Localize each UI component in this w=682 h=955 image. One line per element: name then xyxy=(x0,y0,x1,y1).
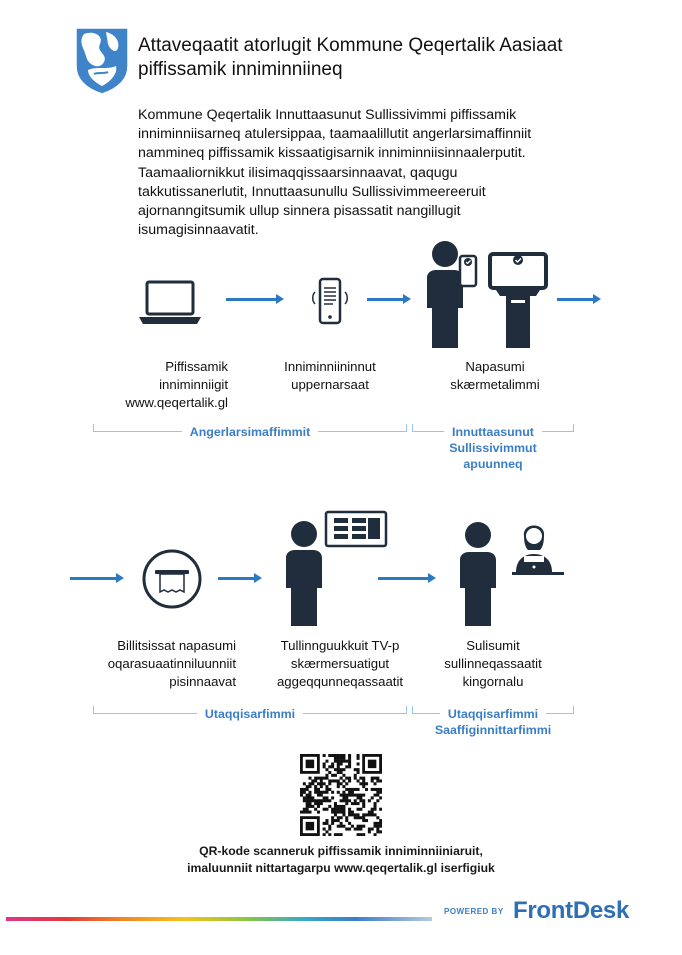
intro-line: takkutissanerlutit, Innuttaasunullu Sull… xyxy=(138,183,486,200)
caption-line: oqarasuaatinniluunniit xyxy=(107,656,236,671)
laptop-icon xyxy=(138,280,202,331)
intro-line: ajornanngitsumik ullup sinnera pisassati… xyxy=(138,203,461,220)
qr-caption-line: QR-kode scanneruk piffissamik inniminnii… xyxy=(199,844,483,858)
smartphone-icon xyxy=(306,276,354,333)
ticket-icon xyxy=(141,548,203,615)
step-caption: Piffissamik inniminniigit www.qeqertalik… xyxy=(60,358,228,412)
section-label: Utaqqisarfimmi xyxy=(93,706,407,722)
caption-line: www.qeqertalik.gl xyxy=(125,395,228,410)
step-caption: Tullinnguukkuit TV-p skærmersuatigut agg… xyxy=(256,637,424,691)
section-label-text: Utaqqisarfimmi xyxy=(196,707,304,721)
municipal-crest-icon xyxy=(74,26,130,96)
caption-line: inniminniigit xyxy=(159,377,228,392)
flow-arrow xyxy=(218,573,262,583)
flow-arrow xyxy=(367,294,411,304)
section-label-text: Angerlarsimaffimmit xyxy=(181,425,319,439)
flow-arrow xyxy=(70,573,124,583)
powered-by-label: POWERED BY xyxy=(444,907,504,916)
caption-line: Piffissamik xyxy=(165,359,228,374)
caption-line: aggeqqunneqassaatit xyxy=(276,674,404,689)
qr-caption: QR-kode scanneruk piffissamik inniminnii… xyxy=(0,843,682,877)
caption-line: Sulisumit xyxy=(466,638,520,653)
section-label-text: Innuttaasunut xyxy=(444,425,542,439)
title-line-1: Attaveqaatit atorlugit Kommune Qeqertali… xyxy=(138,35,563,56)
flow-arrow xyxy=(378,573,436,583)
caption-line: Billitsissat napasumi xyxy=(117,638,236,653)
step-caption: Inniminniininnut uppernarsaat xyxy=(256,358,404,394)
step-caption: Napasumi skærmetalimmi xyxy=(430,358,560,394)
section-label-text: apuunneq xyxy=(463,457,523,471)
section-label-text: Saaffiginnittarfimmi xyxy=(434,723,552,737)
page-title: Attaveqaatit atorlugit Kommune Qeqertali… xyxy=(138,34,638,82)
qr-caption-line: imaluunniit nittartagarpu www.qeqertalik… xyxy=(187,861,495,875)
caption-line: pisinnaavat xyxy=(169,674,236,689)
section-label-text: Utaqqisarfimmi xyxy=(439,707,547,721)
intro-line: nammineq piffissamik kissaatigisarnik in… xyxy=(138,145,526,162)
caption-line: Napasumi xyxy=(465,359,525,374)
section-label: Angerlarsimaffimmit xyxy=(93,424,407,440)
person-tv-screen-icon xyxy=(280,510,390,633)
title-line-2: piffissamik inniminniineq xyxy=(138,59,343,80)
intro-paragraph: Kommune Qeqertalik Innuttaasunut Sulliss… xyxy=(138,106,608,240)
intro-line: isumagisinnaavatit. xyxy=(138,222,259,239)
flow-arrow xyxy=(226,294,284,304)
section-label-text: Sullissivimmut xyxy=(449,441,537,455)
section-label: Utaqqisarfimmi Saaffiginnittarfimmi xyxy=(412,706,574,738)
caption-line: sullinneqassaatit xyxy=(444,656,542,671)
qr-code-icon[interactable] xyxy=(300,754,383,837)
caption-line: uppernarsaat xyxy=(291,377,369,392)
person-at-kiosk-icon xyxy=(424,238,550,355)
caption-line: Inniminniininnut xyxy=(284,359,376,374)
person-with-staff-icon xyxy=(454,516,570,633)
frontdesk-logo: FrontDesk xyxy=(513,897,629,924)
caption-line: skærmetalimmi xyxy=(450,377,540,392)
intro-line: Taamaaliornikkut ilisimaqqissaarsinnaava… xyxy=(138,164,458,181)
caption-line: kingornalu xyxy=(462,674,524,689)
intro-line: Kommune Qeqertalik Innuttaasunut Sulliss… xyxy=(138,107,517,123)
caption-line: Tullinnguukkuit TV-p xyxy=(280,638,400,653)
section-label: Innuttaasunut Sullissivimmut apuunneq xyxy=(412,424,574,472)
step-caption: Sulisumit sullinneqassaatit kingornalu xyxy=(420,637,566,691)
footer-color-bar xyxy=(6,917,432,921)
flow-arrow xyxy=(557,294,601,304)
intro-line: inniminniisarneq atulersippaa, taamaalil… xyxy=(138,126,532,143)
caption-line: skærmersuatigut xyxy=(290,656,390,671)
step-caption: Billitsissat napasumi oqarasuaatinniluun… xyxy=(74,637,236,691)
